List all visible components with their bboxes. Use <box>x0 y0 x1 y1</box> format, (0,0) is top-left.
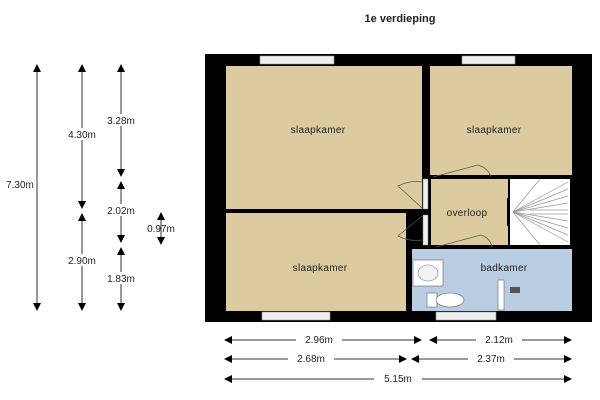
stair-steps <box>512 178 569 246</box>
dim-right-top: 3.28m <box>107 116 135 127</box>
room-label-landing: overloop <box>447 208 488 219</box>
sink-basin <box>417 264 439 282</box>
stairs <box>510 179 570 245</box>
landing-floor <box>431 179 508 245</box>
dim-left-bottom: 2.90m <box>68 256 96 267</box>
dim-total-width: 5.15m <box>384 374 412 385</box>
dim-row2-left: 2.68m <box>297 354 325 365</box>
bedroom-3-floor <box>226 213 406 311</box>
stair-rail <box>507 198 510 226</box>
dim-small: 0.97m <box>147 224 175 235</box>
shower-tap-icon <box>510 287 520 293</box>
windows <box>259 55 516 321</box>
floor-title: 1e verdieping <box>365 13 436 25</box>
room-label-bedroom-1: slaapkamer <box>291 125 346 136</box>
doors <box>397 164 493 248</box>
bedroom-1-floor <box>226 66 422 209</box>
toilet-icon <box>435 292 465 308</box>
dim-row1-right: 2.12m <box>485 335 513 346</box>
bedroom-2-floor <box>430 66 572 175</box>
room-label-bedroom-2: slaapkamer <box>467 125 522 136</box>
dim-right-middle: 2.02m <box>107 206 135 217</box>
toilet-tank-icon <box>426 292 438 308</box>
dim-row1-left: 2.96m <box>305 335 333 346</box>
door-frame <box>422 178 429 210</box>
room-label-bathroom: badkamer <box>481 263 528 274</box>
dim-total-height: 7.30m <box>6 180 34 191</box>
dim-right-bottom: 1.83m <box>107 274 135 285</box>
room-label-bedroom-3: slaapkamer <box>293 263 348 274</box>
dim-left-top: 4.30m <box>68 130 96 141</box>
dim-row2-right: 2.37m <box>477 354 505 365</box>
shower-screen <box>497 279 505 311</box>
vertical-dimension-lines <box>33 64 165 311</box>
door-frame <box>422 214 429 246</box>
